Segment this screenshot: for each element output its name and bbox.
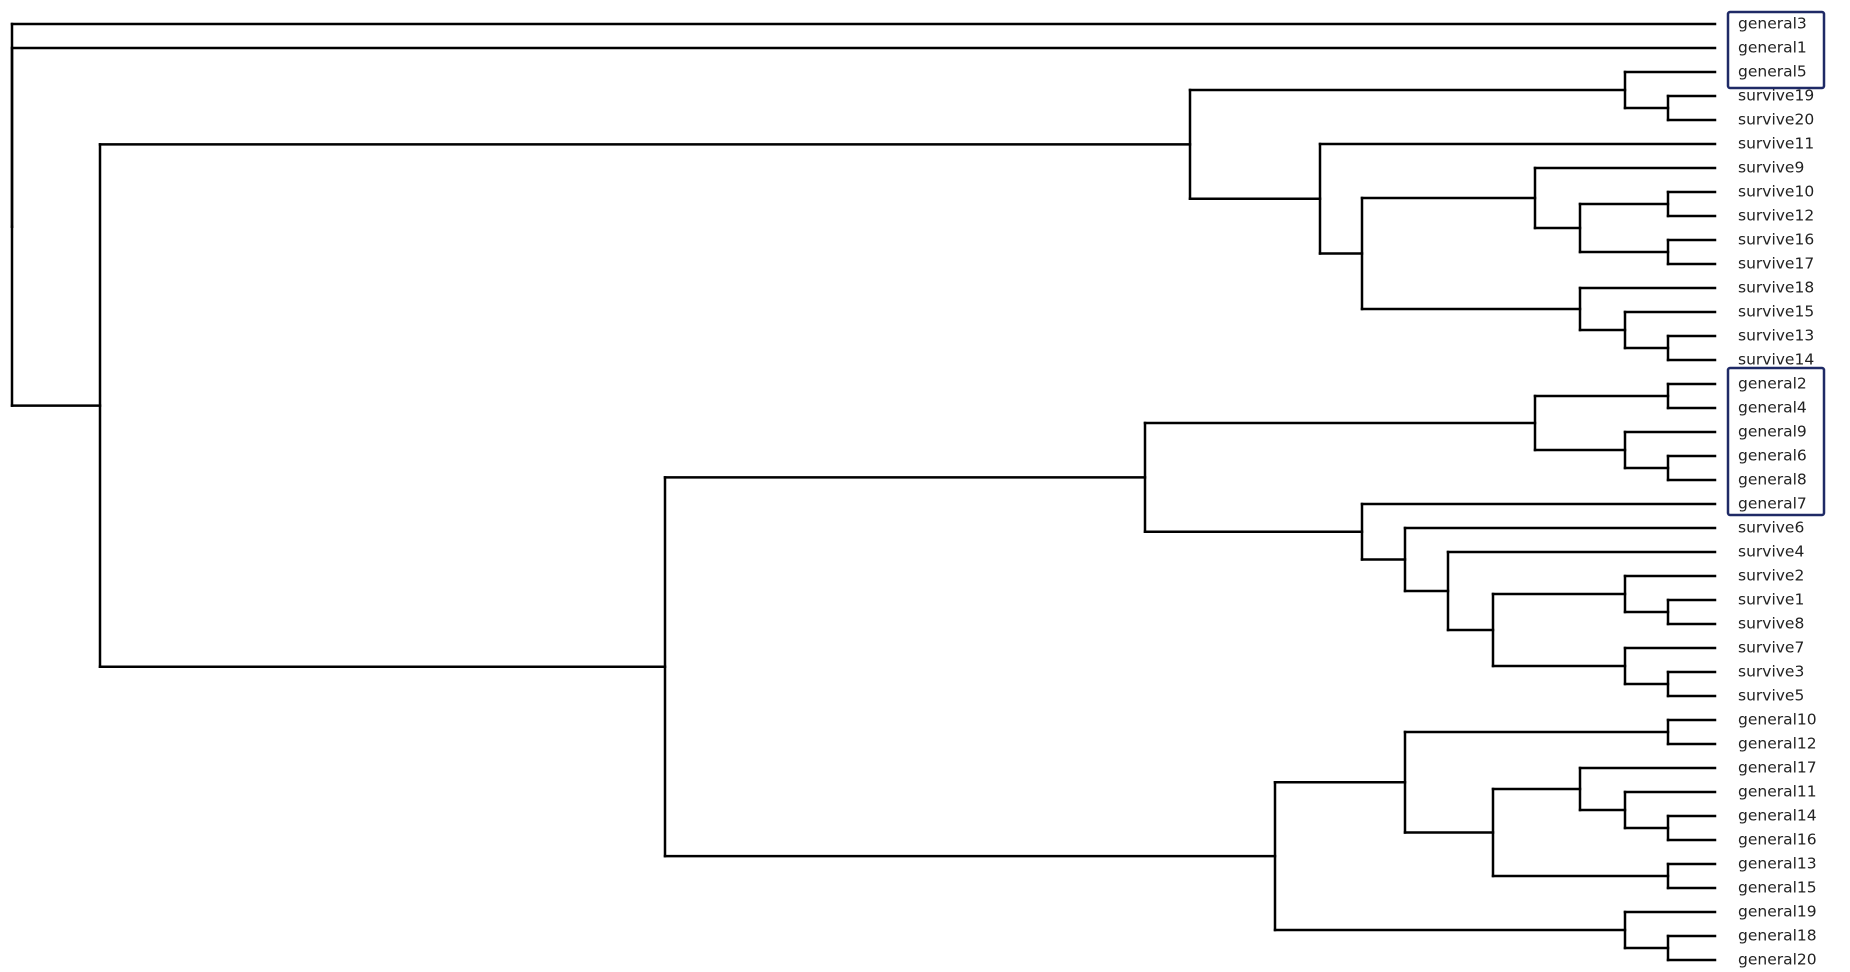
leaf-label: survive17 [1738,255,1814,273]
leaf-label: survive13 [1738,327,1814,345]
leaf-label: survive11 [1738,135,1814,153]
leaf-label: general5 [1738,63,1807,81]
leaf-label: survive15 [1738,303,1814,321]
leaf-label: general9 [1738,423,1807,441]
leaf-label: general2 [1738,375,1807,393]
leaf-label: general20 [1738,951,1817,969]
leaf-label: survive12 [1738,207,1814,225]
leaf-label: general15 [1738,879,1817,897]
leaf-label: survive6 [1738,519,1804,537]
leaf-label: survive10 [1738,183,1814,201]
leaf-label: survive2 [1738,567,1804,585]
leaf-labels: general3 general1 general5 survive19 sur… [1738,15,1817,969]
leaf-label: survive5 [1738,687,1804,705]
leaf-label: survive16 [1738,231,1814,249]
leaf-label: survive1 [1738,591,1804,609]
leaf-label: general19 [1738,903,1817,921]
highlight-boxes [1726,10,1826,517]
highlight-box-top [1726,10,1826,90]
leaf-label: general3 [1738,15,1807,33]
leaf-label: survive3 [1738,663,1804,681]
leaf-label: survive7 [1738,639,1804,657]
leaf-label: general11 [1738,783,1817,801]
leaf-label: survive18 [1738,279,1814,297]
leaf-label: survive8 [1738,615,1804,633]
leaf-label: general1 [1738,39,1807,57]
leaf-label: survive19 [1738,87,1814,105]
leaf-label: general17 [1738,759,1817,777]
leaf-label: general16 [1738,831,1817,849]
leaf-label: general10 [1738,711,1817,729]
leaf-label: survive14 [1738,351,1814,369]
highlight-box-middle [1726,366,1826,517]
leaf-label: general6 [1738,447,1807,465]
leaf-label: general13 [1738,855,1817,873]
leaf-label: survive9 [1738,159,1804,177]
leaf-label: general12 [1738,735,1817,753]
leaf-label: survive4 [1738,543,1804,561]
leaf-label: general4 [1738,399,1807,417]
leaf-label: general7 [1738,495,1807,513]
leaf-label: general18 [1738,927,1817,945]
leaf-label: general8 [1738,471,1807,489]
leaf-label: survive20 [1738,111,1814,129]
leaf-label: general14 [1738,807,1817,825]
dendrogram-branches [10,22,1717,962]
